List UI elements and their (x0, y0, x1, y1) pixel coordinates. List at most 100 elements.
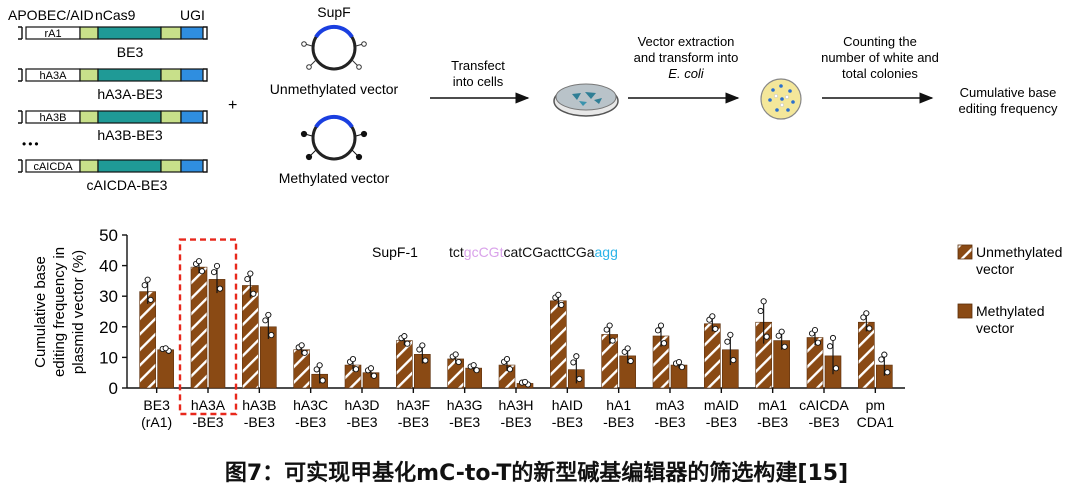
replicate-point (244, 276, 251, 283)
construct-name: cAICDA-BE3 (87, 177, 168, 193)
legend-label-methylated-1: Methylated (976, 303, 1044, 319)
replicate-point (301, 349, 308, 356)
methylated-vector-label: Methylated vector (279, 170, 390, 186)
replicate-point (555, 291, 562, 298)
y-tick-label: 50 (99, 226, 118, 245)
legend-label-unmethylated-1: Unmethylated (976, 244, 1062, 260)
replicate-point (576, 375, 583, 382)
figure-canvas: APOBEC/AID nCas9 UGI rA1 BE3 hA3A hA3A-B… (8, 4, 1062, 430)
bar-unmethylated (704, 323, 721, 389)
replicate-point (712, 325, 719, 332)
x-tick-label: hA1 (606, 397, 631, 413)
step-extract-line2: and transform into (634, 50, 739, 65)
x-tick-label: -BE3 (244, 414, 275, 430)
step-extract-ecoli: E. coli (668, 66, 705, 81)
replicate-point (760, 298, 767, 305)
x-tick-label: -BE3 (706, 414, 737, 430)
x-tick-label: -BE3 (449, 414, 480, 430)
replicate-point (727, 331, 734, 338)
x-tick-label: -BE3 (603, 414, 634, 430)
x-tick-label: hA3A (191, 397, 226, 413)
replicate-point (814, 339, 822, 346)
cdd-label: cAICDA (33, 161, 73, 173)
replicate-point (724, 338, 731, 345)
petri-dish-icon (553, 83, 619, 117)
x-tick-label: (rA1) (141, 414, 172, 430)
unmethylated-vector-label: Unmethylated vector (270, 81, 399, 97)
replicate-point (778, 328, 785, 335)
replicate-point (781, 343, 788, 350)
x-tick-label: hA3C (293, 397, 328, 413)
replicate-point (213, 262, 221, 269)
bar-unmethylated (139, 291, 156, 389)
replicate-point (860, 314, 867, 321)
replicate-point (319, 377, 326, 384)
replicate-point (404, 340, 411, 347)
cdd-label: hA3B (40, 112, 67, 124)
header-ugi: UGI (180, 7, 205, 23)
header-apobec: APOBEC/AID (8, 7, 94, 23)
ellipsis-icon: ••• (22, 137, 41, 151)
replicate-point (675, 359, 683, 366)
cdd-label: hA3A (40, 70, 68, 82)
x-tick-label: mA3 (656, 397, 685, 413)
bar-unmethylated (550, 300, 567, 389)
replicate-point (811, 327, 819, 334)
replicate-point (832, 365, 840, 372)
replicate-point (455, 358, 462, 366)
step-extract-line1: Vector extraction (638, 34, 735, 49)
replicate-point (603, 326, 610, 333)
x-tick-label: hA3F (397, 397, 430, 413)
legend-label-unmethylated-2: vector (976, 261, 1014, 277)
seq-segment: tct (449, 244, 464, 260)
construct-ha3a-be3: hA3A hA3A-BE3 (18, 68, 208, 102)
x-tick-label: -BE3 (192, 414, 223, 430)
highlight-box (178, 238, 238, 416)
step-transfect-line1: Transfect (451, 58, 505, 73)
replicate-point (141, 282, 148, 289)
replicate-point (606, 322, 613, 329)
step-count-line1: Counting the (843, 34, 917, 49)
ugi-box (180, 26, 204, 40)
construct-be3: rA1 BE3 (18, 26, 208, 60)
replicate-point (401, 333, 408, 340)
replicate-point (316, 362, 323, 369)
replicate-point (247, 270, 254, 277)
bar-unmethylated (242, 285, 259, 389)
replicate-point (866, 325, 873, 332)
replicate-point (195, 258, 203, 265)
x-tick-label: -BE3 (398, 414, 429, 430)
step-final-line2: editing frequency (958, 101, 1058, 116)
seq-segment: agg (595, 244, 618, 260)
cdd-label: rA1 (44, 28, 61, 40)
replicate-point (470, 362, 477, 369)
replicate-point (298, 342, 305, 349)
replicate-point (265, 311, 272, 318)
bar-unmethylated (396, 340, 413, 389)
y-tick-label: 20 (99, 318, 118, 337)
bar-unmethylated (293, 349, 310, 389)
legend-swatch-methylated (957, 303, 973, 319)
replicate-point (162, 345, 169, 352)
replicate-point (884, 369, 891, 376)
step-final-line1: Cumulative base (960, 85, 1057, 100)
replicate-point (452, 351, 459, 358)
y-tick-label: 10 (99, 348, 118, 367)
y-axis-label-line1: Cumulative base (32, 256, 49, 368)
bar-unmethylated (858, 321, 875, 389)
construct-caicda-be3: cAICDA cAICDA-BE3 (18, 159, 208, 193)
replicate-point (313, 366, 320, 373)
x-tick-label: -BE3 (808, 414, 839, 430)
y-tick-label: 30 (99, 287, 118, 306)
replicate-point (473, 367, 480, 374)
x-tick-label: hA3G (447, 397, 483, 413)
replicate-point (570, 359, 577, 366)
replicate-point (250, 290, 257, 297)
replicate-point (878, 356, 885, 363)
bar-methylated (208, 279, 226, 389)
seq-segment: gcCGt (464, 244, 504, 260)
replicate-point (730, 357, 737, 364)
supf-label: SupF (317, 4, 350, 20)
replicate-point (268, 332, 275, 339)
x-tick-label: hA3H (498, 397, 533, 413)
